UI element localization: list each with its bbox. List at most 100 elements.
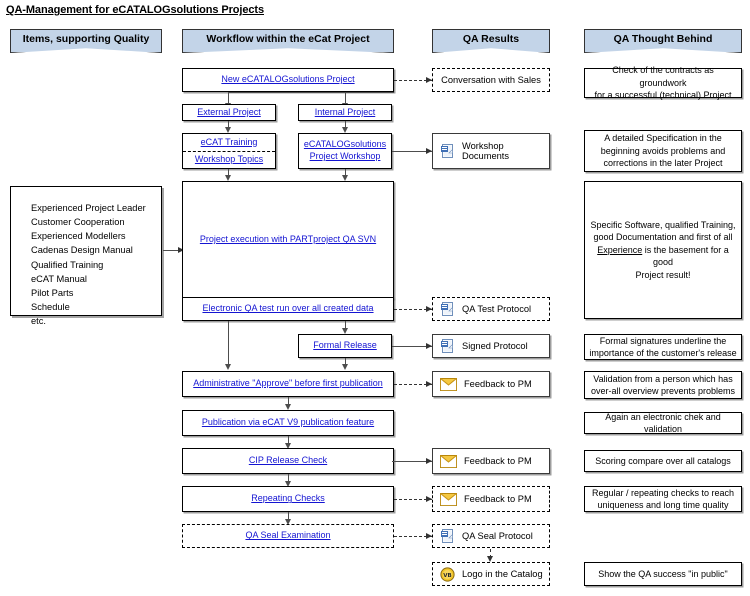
result-label: Feedback to PM	[464, 379, 532, 389]
result-logo-in-the-catalog[interactable]: VB Logo in the Catalog	[432, 562, 550, 586]
thought-contracts-groundwork: Check of the contracts as groundwork for…	[584, 65, 742, 100]
thought-detailed-specification: A detailed Specification in the beginnin…	[584, 130, 742, 172]
result-label: Conversation with Sales	[441, 75, 541, 85]
column-header-results: QA Results	[432, 29, 550, 53]
column-header-items: Items, supporting Quality	[10, 29, 162, 53]
document-icon	[440, 143, 455, 159]
workflow-new-project[interactable]: New eCATALOGsolutions Project	[182, 68, 394, 92]
thought-line: corrections in the later Project	[603, 158, 723, 169]
envelope-icon	[440, 492, 457, 506]
arrow-repeating-to-feedback	[426, 495, 432, 502]
arrow-release-to-approve	[341, 364, 348, 370]
arrow-cip-to-repeating	[284, 481, 291, 487]
connector-external-down	[228, 121, 230, 129]
workflow-administrative-approve[interactable]: Administrative "Approve" before first pu…	[182, 371, 394, 397]
connector-qatest-to-protocol	[394, 309, 432, 310]
thought-regular-repeating: Regular / repeating checks to reach uniq…	[584, 486, 742, 512]
workflow-qa-seal-examination-label: QA Seal Examination	[245, 530, 331, 541]
result-conversation-with-sales[interactable]: Conversation with Sales	[432, 68, 550, 92]
connector-to-external	[228, 92, 230, 105]
column-header-thought: QA Thought Behind	[584, 29, 742, 53]
workflow-cip-release-check[interactable]: CIP Release Check	[182, 448, 394, 474]
result-feedback-to-pm-1[interactable]: Feedback to PM	[432, 371, 550, 397]
result-workshop-documents[interactable]: Workshop Documents	[432, 133, 550, 169]
result-label: QA Test Protocol	[462, 304, 532, 314]
workflow-internal-project-label: Internal Project	[314, 106, 376, 117]
arrow-sealprotocol-to-logo	[486, 556, 493, 562]
arrow-external-down	[224, 127, 231, 133]
connector-qatest-to-release	[345, 321, 347, 330]
connector-approve-to-publication	[288, 397, 290, 406]
result-feedback-to-pm-3[interactable]: Feedback to PM	[432, 486, 550, 512]
workflow-workshop-topics-label: Workshop Topics	[194, 153, 264, 164]
workflow-project-execution[interactable]: Project execution with PARTproject QA SV…	[182, 181, 394, 299]
connector-training-down	[228, 169, 230, 177]
connector-approve-to-feedback	[394, 384, 432, 385]
connector-workshop-to-documents	[392, 151, 432, 153]
workflow-repeating-checks[interactable]: Repeating Checks	[182, 486, 394, 512]
result-label: Workshop Documents	[462, 141, 510, 161]
connector-release-to-approve	[345, 358, 347, 367]
workflow-external-project[interactable]: External Project	[182, 104, 276, 121]
arrow-qatest-to-protocol	[426, 305, 432, 312]
result-label: Feedback to PM	[464, 494, 532, 504]
result-label: Signed Protocol	[462, 341, 528, 351]
result-label: QA Seal Protocol	[462, 531, 533, 541]
workflow-administrative-approve-label: Administrative "Approve" before first pu…	[193, 378, 383, 389]
arrow-training-down	[224, 175, 231, 181]
thought-line: A detailed Specification in the	[604, 133, 722, 144]
thought-specific-software: Specific Software, qualified Training, g…	[584, 181, 742, 319]
result-qa-test-protocol[interactable]: QA Test Protocol	[432, 297, 550, 321]
thought-underline-experience: Experience	[597, 244, 643, 255]
arrow-items-to-execution	[178, 246, 184, 253]
thought-line: Show the QA success "in public"	[598, 568, 728, 579]
connector-split-bar	[228, 92, 394, 94]
workflow-repeating-checks-label: Repeating Checks	[251, 493, 325, 504]
arrow-sealexam-to-sealprotocol	[426, 532, 432, 539]
workflow-project-workshop-line1: eCATALOGsolutions	[303, 139, 387, 150]
thought-line: Scoring compare over all catalogs	[595, 455, 731, 466]
workflow-formal-release-label: Formal Release	[313, 340, 377, 351]
workflow-qa-seal-examination[interactable]: QA Seal Examination	[182, 524, 394, 548]
connector-items-to-execution	[163, 250, 180, 252]
items-line: Pilot Parts	[31, 287, 74, 298]
column-header-results-label: QA Results	[462, 33, 520, 45]
thought-line: Regular / repeating checks to reach	[591, 487, 735, 498]
workflow-project-workshop[interactable]: eCATALOGsolutions Project Workshop	[298, 133, 392, 169]
workflow-project-workshop-line2: Project Workshop	[309, 151, 381, 161]
workflow-formal-release[interactable]: Formal Release	[298, 334, 392, 358]
workflow-publication[interactable]: Publication via eCAT V9 publication feat…	[182, 410, 394, 436]
page-title: QA-Management for eCATALOGsolutions Proj…	[6, 4, 264, 16]
result-qa-seal-protocol[interactable]: QA Seal Protocol	[432, 524, 550, 548]
workflow-electronic-qa-test[interactable]: Electronic QA test run over all created …	[182, 297, 394, 321]
workflow-internal-project[interactable]: Internal Project	[298, 104, 392, 121]
connector-qatest-to-approve	[228, 321, 230, 366]
connector-repeating-to-feedback	[394, 499, 432, 500]
result-signed-protocol[interactable]: Signed Protocol	[432, 334, 550, 358]
document-icon	[440, 338, 455, 354]
thought-line: Validation from a person which has	[593, 373, 733, 384]
divider-training-topics	[183, 151, 275, 152]
thought-validation-person: Validation from a person which has over-…	[584, 371, 742, 399]
connector-cip-to-repeating	[288, 474, 290, 483]
seal-logo-icon: VB	[440, 566, 455, 582]
workflow-external-project-label: External Project	[197, 106, 261, 117]
thought-line: beginning avoids problems and	[600, 145, 726, 156]
arrow-release-to-signed	[426, 342, 432, 349]
workflow-ecat-training-label: eCAT Training	[200, 136, 258, 147]
thought-line: Project result!	[635, 269, 691, 280]
workflow-new-project-label: New eCATALOGsolutions Project	[221, 74, 355, 85]
workflow-electronic-qa-test-label: Electronic QA test run over all created …	[202, 303, 374, 314]
workflow-cip-release-check-label: CIP Release Check	[248, 455, 328, 466]
arrow-workshop-to-documents	[426, 147, 432, 154]
thought-line: good Documentation and first of all	[593, 232, 733, 243]
items-line: Customer Cooperation	[31, 217, 125, 228]
column-header-workflow: Workflow within the eCat Project	[182, 29, 394, 53]
thought-line: Again an electronic chek and validation	[605, 411, 721, 434]
thought-line: Formal signatures underline the	[599, 335, 727, 346]
arrow-repeating-to-seal	[284, 519, 291, 525]
thought-line-rest: is the basement for a good	[642, 244, 729, 268]
result-feedback-to-pm-2[interactable]: Feedback to PM	[432, 448, 550, 474]
arrow-qatest-to-approve	[224, 364, 231, 370]
column-header-workflow-label: Workflow within the eCat Project	[206, 33, 370, 45]
